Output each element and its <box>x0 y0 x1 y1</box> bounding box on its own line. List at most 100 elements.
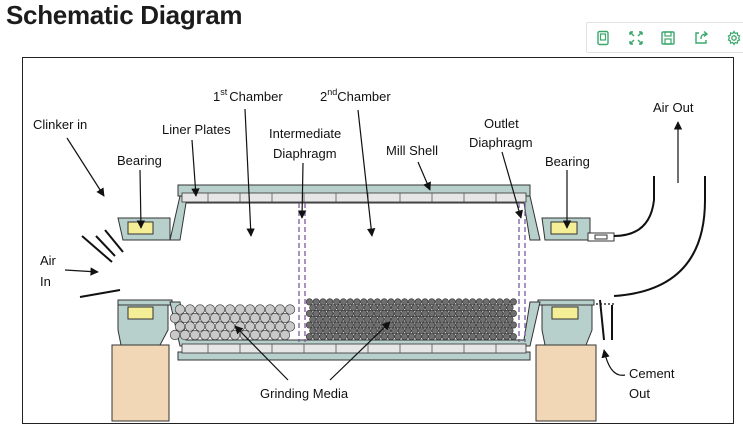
grinding-ball <box>184 304 196 315</box>
grinding-ball <box>479 315 487 323</box>
grinding-ball <box>219 312 231 324</box>
grinding-ball <box>312 298 320 306</box>
grinding-ball <box>326 321 334 329</box>
left-lower-bearing-pad <box>127 306 154 320</box>
grinding-ball <box>465 315 473 323</box>
grinding-ball <box>404 304 412 312</box>
chamber-1-text: Chamber <box>229 89 283 104</box>
grinding-ball <box>401 309 409 317</box>
grinding-ball <box>339 333 347 341</box>
grinding-ball <box>184 321 196 332</box>
left-pedestal <box>111 344 170 422</box>
grinding-ball <box>428 321 436 329</box>
grinding-ball <box>326 298 334 306</box>
grinding-ball <box>373 298 381 306</box>
grinding-ball <box>387 333 395 341</box>
grinding-ball <box>496 309 504 317</box>
grinding-ball <box>350 327 358 335</box>
mill-shell-pointer <box>417 161 431 191</box>
grinding-ball <box>397 315 405 323</box>
grinding-ball <box>486 327 494 335</box>
grinding-ball <box>353 333 361 341</box>
grinding-ball <box>363 315 371 323</box>
grinding-ball <box>179 329 191 341</box>
grinding-ball <box>305 321 313 329</box>
grinding-ball <box>509 298 517 306</box>
grinding-ball <box>234 304 246 315</box>
grinding-ball <box>448 321 456 329</box>
grinding-ball <box>346 333 354 341</box>
grinding-ball <box>367 333 375 341</box>
grinding-ball <box>360 309 368 317</box>
grinding-ball <box>475 309 483 317</box>
grinding-ball <box>486 304 494 312</box>
grinding-ball <box>418 315 426 323</box>
left-upper-bearing <box>117 217 171 241</box>
chamber-1-number: 1 <box>213 89 220 104</box>
grinding-ball <box>339 309 347 317</box>
grinding-ball <box>249 312 261 324</box>
grinding-ball <box>179 312 191 324</box>
restore-zoom-icon <box>629 30 643 45</box>
grinding-ball <box>316 315 324 323</box>
grinding-ball <box>435 298 443 306</box>
restore-zoom-button[interactable] <box>620 23 653 52</box>
grinding-ball <box>401 321 409 329</box>
grinding-ball <box>431 315 439 323</box>
grinding-ball <box>489 321 497 329</box>
grinding-ball <box>472 315 480 323</box>
grinding-ball <box>339 298 347 306</box>
grinding-ball <box>387 298 395 306</box>
right-pedestal <box>535 344 597 422</box>
grinding-ball <box>316 327 324 335</box>
grinding-ball <box>469 333 477 341</box>
grinding-ball <box>249 329 261 341</box>
grinding-ball <box>421 333 429 341</box>
chamber-2-number: 2 <box>320 89 327 104</box>
grinding-ball <box>472 304 480 312</box>
left-lower-bearing-support <box>117 299 173 346</box>
grinding-ball <box>370 304 378 312</box>
grinding-ball <box>367 321 375 329</box>
export-button[interactable] <box>685 23 718 52</box>
label-mill-shell: Mill Shell <box>386 143 438 158</box>
grinding-ball <box>431 327 439 335</box>
grinding-ball <box>336 315 344 323</box>
mill-shell-top <box>169 184 541 241</box>
grinding-ball <box>458 327 466 335</box>
grinding-ball <box>312 309 320 317</box>
grinding-ball <box>274 321 286 332</box>
grinding-ball <box>199 312 211 324</box>
grinding-ball <box>322 315 330 323</box>
grinding-ball <box>353 298 361 306</box>
save-button[interactable] <box>652 23 685 52</box>
grinding-ball <box>360 321 368 329</box>
label-air-out: Air Out <box>653 100 694 115</box>
label-bearing-right: Bearing <box>545 154 590 169</box>
grinding-ball <box>445 315 453 323</box>
grinding-ball <box>350 304 358 312</box>
grinding-ball <box>499 327 507 335</box>
label-intermediate-line1: Intermediate <box>269 126 341 141</box>
grinding-ball <box>458 304 466 312</box>
label-air-in-line1: Air <box>40 253 57 268</box>
grinding-ball <box>384 315 392 323</box>
settings-button[interactable] <box>717 23 743 52</box>
grinding-ball <box>475 298 483 306</box>
grinding-ball <box>404 327 412 335</box>
grinding-ball <box>279 312 291 324</box>
grinding-ball <box>469 298 477 306</box>
grinding-ball <box>387 309 395 317</box>
grinding-ball <box>496 321 504 329</box>
grinding-ball <box>224 321 236 332</box>
label-cement-line1: Cement <box>629 366 675 381</box>
grinding-ball <box>326 333 334 341</box>
grinding-ball <box>503 321 511 329</box>
grinding-ball <box>229 312 241 324</box>
grinding-ball <box>414 333 422 341</box>
grinding-ball <box>448 309 456 317</box>
grinding-ball <box>438 327 446 335</box>
grinding-ball <box>259 312 271 324</box>
grinding-ball <box>380 333 388 341</box>
save-as-image-button[interactable] <box>587 23 620 52</box>
